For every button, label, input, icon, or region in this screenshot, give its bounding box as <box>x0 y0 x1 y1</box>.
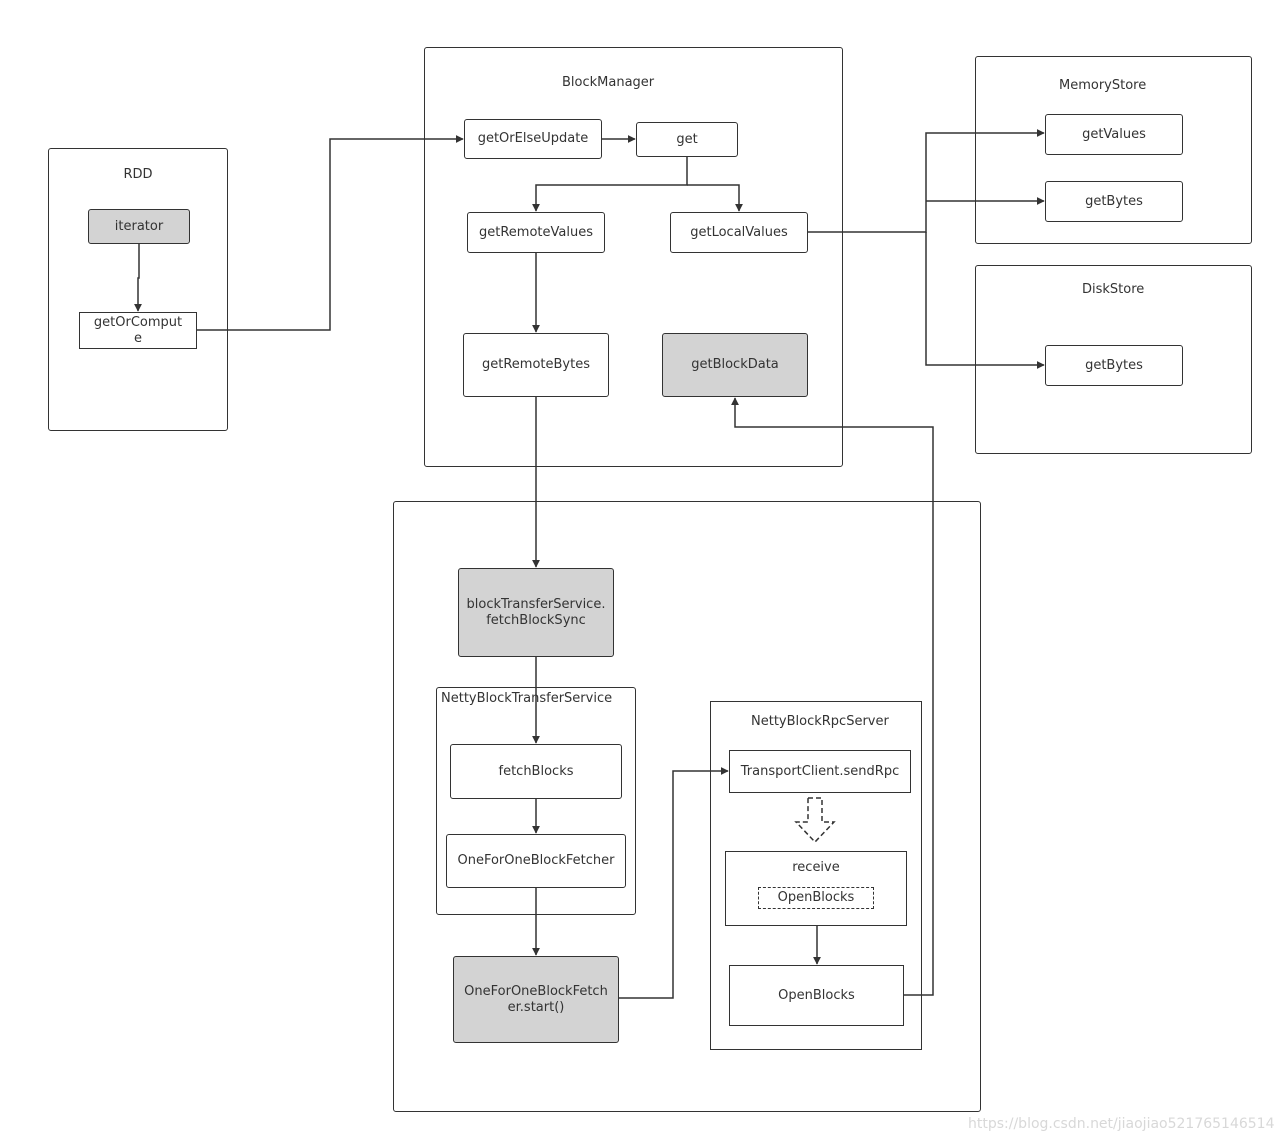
memory-get-values-node[interactable]: getValues <box>1045 114 1183 155</box>
fetch-blocks-label: fetchBlocks <box>498 763 574 779</box>
memory-get-values-label: getValues <box>1082 126 1146 142</box>
open-blocks-message-node[interactable]: OpenBlocks <box>758 887 874 909</box>
block-manager-container: BlockManager <box>424 47 843 467</box>
open-blocks-message-label: OpenBlocks <box>777 890 855 905</box>
get-remote-bytes-node[interactable]: getRemoteBytes <box>463 333 609 397</box>
open-blocks-node[interactable]: OpenBlocks <box>729 965 904 1026</box>
get-remote-values-node[interactable]: getRemoteValues <box>467 212 605 253</box>
netty-transfer-service-title: NettyBlockTransferService <box>441 691 613 706</box>
get-or-compute-label: getOrCompute <box>93 314 183 346</box>
memory-get-bytes-label: getBytes <box>1085 193 1143 209</box>
send-rpc-node[interactable]: TransportClient.sendRpc <box>729 750 911 793</box>
memory-get-bytes-node[interactable]: getBytes <box>1045 181 1183 222</box>
netty-rpc-server-title: NettyBlockRpcServer <box>751 714 889 729</box>
disk-store-title: DiskStore <box>1082 282 1145 297</box>
get-remote-bytes-label: getRemoteBytes <box>482 357 590 372</box>
get-block-data-node[interactable]: getBlockData <box>662 333 808 397</box>
iterator-node[interactable]: iterator <box>88 209 190 244</box>
get-label: get <box>676 131 698 147</box>
watermark: https://blog.csdn.net/jiaojiao5217651465… <box>968 1116 1275 1132</box>
one-for-one-fetcher-node[interactable]: OneForOneBlockFetcher <box>446 834 626 888</box>
get-node[interactable]: get <box>636 122 738 157</box>
fetch-blocks-node[interactable]: fetchBlocks <box>450 744 622 799</box>
get-or-compute-node[interactable]: getOrCompute <box>79 312 197 349</box>
disk-get-bytes-label: getBytes <box>1085 357 1143 373</box>
send-rpc-label: TransportClient.sendRpc <box>740 763 900 779</box>
iterator-label: iterator <box>114 218 164 234</box>
get-remote-values-label: getRemoteValues <box>479 224 593 240</box>
open-blocks-label: OpenBlocks <box>778 987 855 1003</box>
fetcher-start-label: OneForOneBlockFetcher.start() <box>464 983 608 1015</box>
get-or-else-update-label: getOrElseUpdate <box>477 131 589 146</box>
get-local-values-node[interactable]: getLocalValues <box>670 212 808 253</box>
one-for-one-fetcher-label: OneForOneBlockFetcher <box>457 853 615 868</box>
rdd-container: RDD <box>48 148 228 431</box>
get-block-data-label: getBlockData <box>691 357 779 372</box>
receive-label: receive <box>792 860 840 875</box>
fetch-block-sync-node[interactable]: blockTransferService.fetchBlockSync <box>458 568 614 657</box>
memory-store-title: MemoryStore <box>1059 78 1147 93</box>
fetcher-start-node[interactable]: OneForOneBlockFetcher.start() <box>453 956 619 1043</box>
get-local-values-label: getLocalValues <box>690 224 788 240</box>
block-manager-title: BlockManager <box>562 75 655 90</box>
get-or-else-update-node[interactable]: getOrElseUpdate <box>464 119 602 159</box>
rdd-title: RDD <box>123 167 153 182</box>
disk-get-bytes-node[interactable]: getBytes <box>1045 345 1183 386</box>
fetch-block-sync-label: blockTransferService.fetchBlockSync <box>466 596 606 628</box>
